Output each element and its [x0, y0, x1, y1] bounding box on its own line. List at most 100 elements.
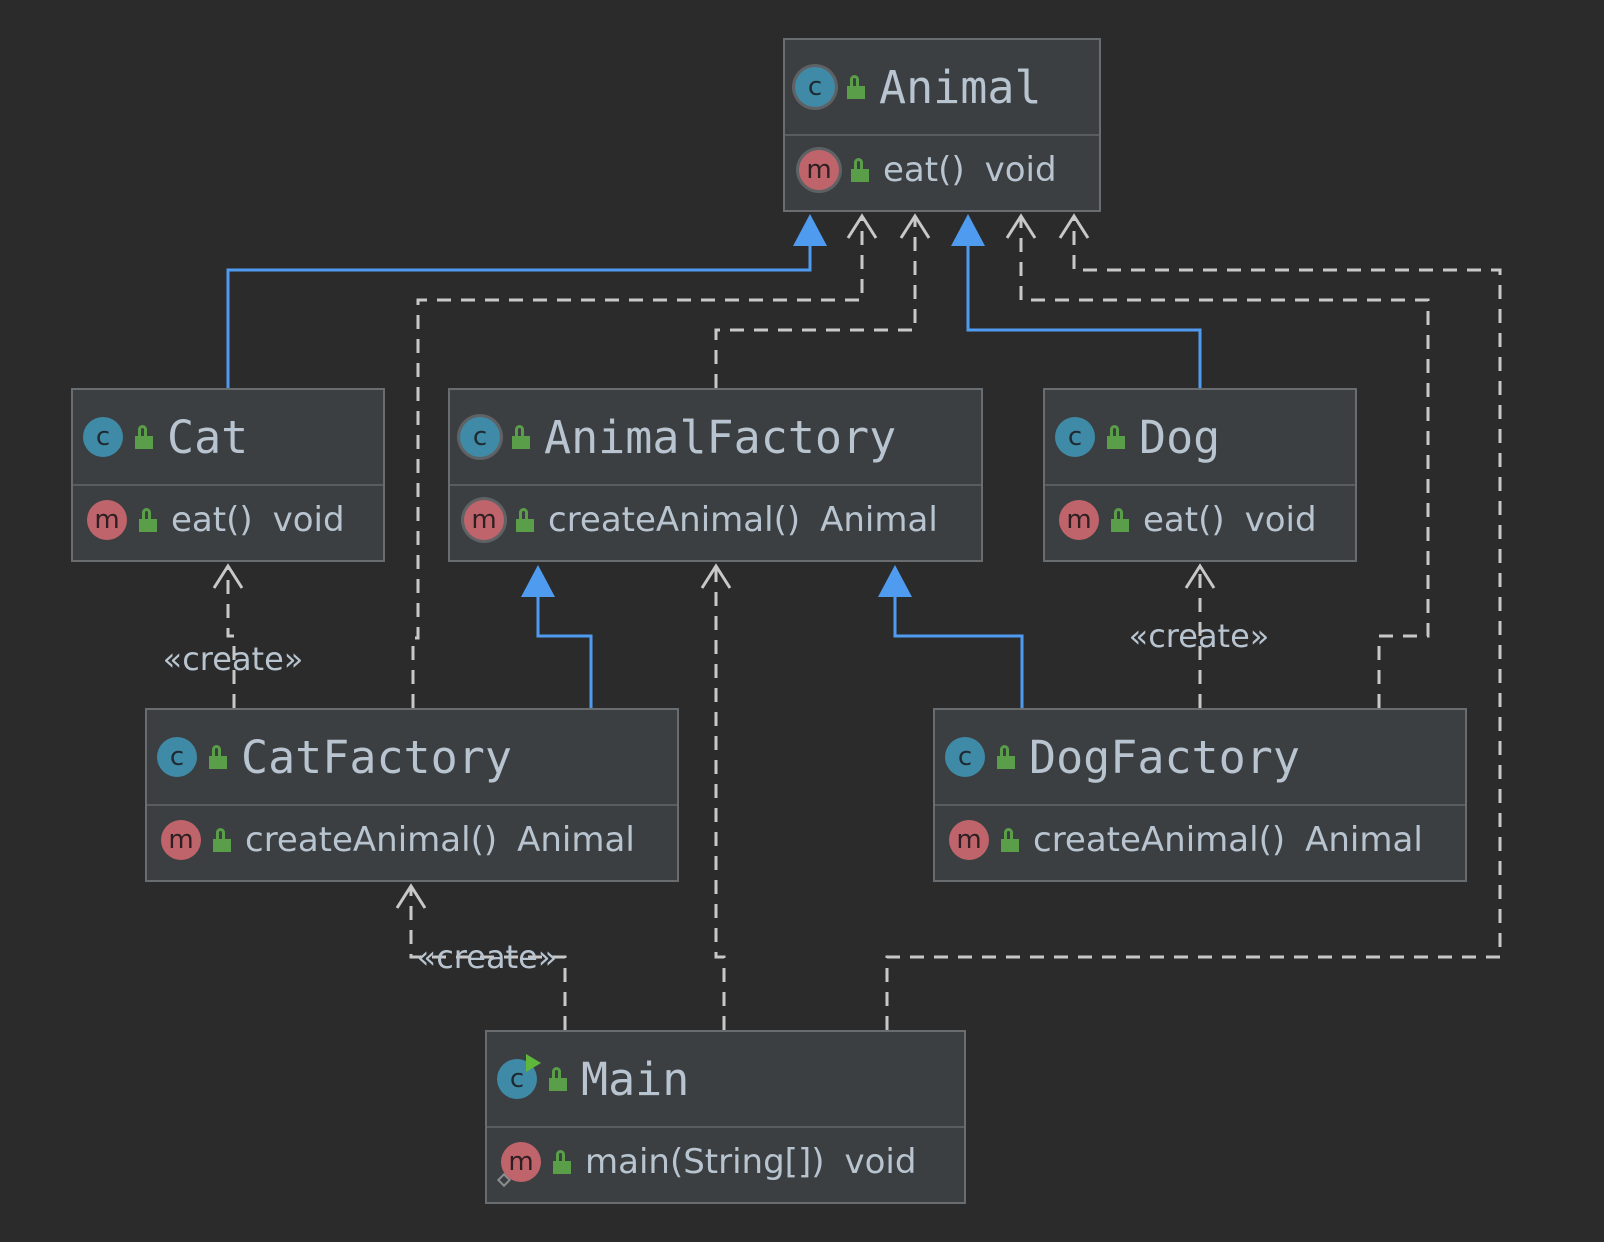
- method-return-type: void: [984, 150, 1057, 190]
- dependency-arrowhead: [1058, 213, 1090, 239]
- edge-line: [966, 245, 1202, 388]
- class-header: c AnimalFactory: [450, 390, 981, 486]
- class-header: c CatFactory: [147, 710, 677, 806]
- class-header: c Main: [487, 1032, 964, 1128]
- method-row[interactable]: m createAnimal() Animal: [450, 486, 981, 554]
- public-lock-icon: [213, 828, 231, 852]
- edge-main-uses-animalfactory: [700, 563, 732, 1030]
- method-return-type: Animal: [820, 500, 938, 540]
- abstract-method-icon: m: [464, 500, 504, 540]
- method-name: createAnimal(): [1033, 820, 1286, 860]
- edge-line: [409, 886, 567, 1030]
- public-lock-icon: [549, 1067, 567, 1091]
- class-icon: c: [1055, 417, 1095, 457]
- public-lock-icon: [516, 508, 534, 532]
- edge-line: [714, 216, 917, 388]
- class-icon: c: [83, 417, 123, 457]
- edge-line: [714, 566, 726, 1030]
- method-return-type: void: [844, 1142, 917, 1182]
- method-row[interactable]: m eat() void: [1045, 486, 1355, 554]
- public-lock-icon: [553, 1150, 571, 1174]
- class-name: Main: [581, 1052, 690, 1106]
- method-letter: m: [508, 1147, 534, 1177]
- method-icon: m: [949, 820, 989, 860]
- class-name: AnimalFactory: [544, 410, 897, 464]
- runnable-class-icon: c: [497, 1054, 541, 1099]
- edge-catfactory-creates-cat: [212, 563, 244, 708]
- method-return-type: Animal: [517, 820, 635, 860]
- class-name: CatFactory: [241, 730, 512, 784]
- edge-cat-extends-animal: [226, 214, 827, 388]
- method-return-type: void: [272, 500, 345, 540]
- abstract-class-icon: c: [460, 417, 500, 457]
- edge-line: [226, 245, 812, 388]
- edge-animalfactory-uses-animal: [714, 213, 931, 388]
- dependency-arrowhead: [1005, 213, 1037, 239]
- dependency-arrowhead: [700, 563, 732, 589]
- class-node-cat[interactable]: c Cat m eat() void: [71, 388, 385, 562]
- abstract-class-icon: c: [795, 67, 835, 107]
- edge-line: [885, 216, 1502, 1030]
- method-return-type: Animal: [1305, 820, 1423, 860]
- method-icon: m: [161, 820, 201, 860]
- edge-line: [226, 566, 236, 708]
- edge-dogfactory-extends-animalfactory: [878, 565, 1024, 708]
- edge-dogfactory-creates-dog: [1184, 563, 1216, 708]
- method-name: eat(): [171, 500, 253, 540]
- class-name: Dog: [1139, 410, 1221, 464]
- edge-dog-extends-animal: [951, 214, 1202, 388]
- class-header: c DogFactory: [935, 710, 1465, 806]
- method-name: main(String[]): [585, 1142, 825, 1182]
- class-letter: c: [509, 1064, 525, 1094]
- class-header: c Animal: [785, 40, 1099, 136]
- class-node-cat-factory[interactable]: c CatFactory m createAnimal() Animal: [145, 708, 679, 882]
- class-name: Animal: [879, 60, 1042, 114]
- edge-catfactory-extends-animalfactory: [521, 565, 593, 708]
- edge-catfactory-uses-animal: [411, 213, 878, 708]
- public-lock-icon: [847, 75, 865, 99]
- abstract-method-icon: m: [799, 150, 839, 190]
- method-row[interactable]: m createAnimal() Animal: [935, 806, 1465, 874]
- edge-dogfactory-uses-animal: [1005, 213, 1430, 708]
- create-label-cat-factory: «create»: [416, 938, 558, 976]
- class-name: Cat: [167, 410, 249, 464]
- class-node-main[interactable]: c Main m main(String[]) void: [485, 1030, 966, 1204]
- edge-line: [536, 597, 593, 708]
- public-lock-icon: [1111, 508, 1129, 532]
- dependency-arrowhead: [899, 213, 931, 239]
- class-header: c Cat: [73, 390, 383, 486]
- class-node-animal[interactable]: c Animal m eat() void: [783, 38, 1101, 212]
- method-icon: m: [87, 500, 127, 540]
- method-row[interactable]: m eat() void: [785, 136, 1099, 204]
- edge-line: [411, 216, 864, 708]
- public-lock-icon: [851, 158, 869, 182]
- class-node-animal-factory[interactable]: c AnimalFactory m createAnimal() Animal: [448, 388, 983, 562]
- class-icon: c: [157, 737, 197, 777]
- method-row[interactable]: m createAnimal() Animal: [147, 806, 677, 874]
- method-name: eat(): [1143, 500, 1225, 540]
- public-lock-icon: [209, 745, 227, 769]
- edge-line: [893, 597, 1024, 708]
- class-header: c Dog: [1045, 390, 1355, 486]
- public-lock-icon: [135, 425, 153, 449]
- dependency-arrowhead: [395, 883, 427, 909]
- class-icon: c: [945, 737, 985, 777]
- run-arrow-icon: [526, 1054, 541, 1072]
- class-node-dog[interactable]: c Dog m eat() void: [1043, 388, 1357, 562]
- dependency-arrowhead: [1184, 563, 1216, 589]
- method-return-type: void: [1244, 500, 1317, 540]
- method-row[interactable]: m main(String[]) void: [487, 1128, 964, 1196]
- create-label-dog: «create»: [1128, 617, 1270, 655]
- inheritance-arrowhead: [521, 565, 555, 597]
- method-name: createAnimal(): [548, 500, 801, 540]
- method-row[interactable]: m eat() void: [73, 486, 383, 554]
- static-method-icon: m: [496, 1142, 541, 1188]
- class-node-dog-factory[interactable]: c DogFactory m createAnimal() Animal: [933, 708, 1467, 882]
- edge-line: [1019, 216, 1430, 708]
- method-icon: m: [1059, 500, 1099, 540]
- public-lock-icon: [139, 508, 157, 532]
- dependency-arrowhead: [846, 213, 878, 239]
- inheritance-arrowhead: [793, 214, 827, 246]
- dependency-arrowhead: [212, 563, 244, 589]
